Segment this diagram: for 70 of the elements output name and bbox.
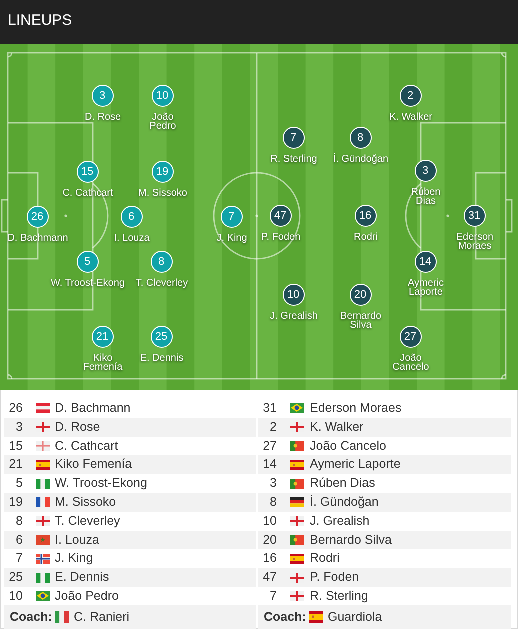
player-name: Ederson Moraes <box>456 232 494 252</box>
player-name: C. Cathcart <box>62 188 114 198</box>
jersey-number: 21 <box>9 456 23 474</box>
player-name: João Pedro <box>55 588 119 605</box>
player-name: Ederson Moraes <box>310 400 402 417</box>
player-name: I. Louza <box>55 532 100 549</box>
player-name: C. Cathcart <box>55 438 118 455</box>
player-name: K. Walker <box>310 418 364 436</box>
player-name: E. Dennis <box>140 354 184 363</box>
jersey-number: 25 <box>9 569 23 586</box>
jersey-number: 6 <box>16 532 23 549</box>
jersey-number: 20 <box>263 532 277 549</box>
coach-name: Guardiola <box>328 609 382 626</box>
player-name: M. Sissoko <box>138 188 188 198</box>
player-name: J. King <box>216 234 248 243</box>
coach-label: Coach: <box>264 609 306 626</box>
jersey-number: 3 <box>270 475 277 492</box>
player-name: J. King <box>55 550 94 568</box>
jersey-number: 3 <box>16 418 23 436</box>
player-name: Aymeric Laporte <box>408 278 444 298</box>
jersey-number: 31 <box>263 400 277 417</box>
jersey-number: 8 <box>270 494 277 511</box>
player-name: E. Dennis <box>55 569 110 586</box>
player-name: J. Grealish <box>270 312 318 321</box>
player-name: R. Sterling <box>310 588 368 605</box>
player-name: Bernardo Silva <box>310 532 392 549</box>
jersey-number: 15 <box>9 438 23 455</box>
jersey-number: 47 <box>263 569 277 586</box>
jersey-number: 14 <box>263 456 277 474</box>
player-name: João Cancelo <box>392 354 430 372</box>
player-name: T. Cleverley <box>136 278 188 288</box>
player-name: D. Rose <box>84 112 122 122</box>
player-name: D. Rose <box>55 418 100 436</box>
title: LINEUPS <box>8 12 72 30</box>
jersey-number: 27 <box>263 438 277 455</box>
jersey-number: 2 <box>270 418 277 436</box>
player-name: D. Bachmann <box>8 234 68 243</box>
player-name: K. Walker <box>390 112 432 122</box>
player-name: M. Sissoko <box>55 494 116 511</box>
player-name: W. Troost-Ekong <box>55 475 148 492</box>
player-name: Aymeric Laporte <box>310 456 401 474</box>
player-name: João Pedro <box>150 112 176 132</box>
player-name: Rúben Dias <box>310 475 376 492</box>
player-name: R. Sterling <box>270 154 318 164</box>
player-name: Rodri <box>310 550 340 568</box>
jersey-number: 7 <box>16 550 23 568</box>
player-name: Rúben Dias <box>411 188 441 206</box>
player-name: Kiko Femenía <box>83 354 123 372</box>
coach-name: C. Ranieri <box>74 609 130 626</box>
player-name: Rodri <box>354 232 378 242</box>
jersey-number: 7 <box>270 588 277 605</box>
player-name: İ. Gündoğan <box>333 154 389 164</box>
jersey-number: 26 <box>9 400 23 417</box>
coach-label: Coach: <box>10 609 52 626</box>
player-name: D. Bachmann <box>55 400 131 417</box>
player-name: J. Grealish <box>310 512 370 530</box>
player-name: Bernardo Silva <box>340 312 382 330</box>
player-name: İ. Gündoğan <box>310 494 379 511</box>
player-name: Kiko Femenía <box>55 456 132 474</box>
jersey-number: 10 <box>9 588 23 605</box>
jersey-number: 10 <box>263 512 277 530</box>
jersey-number: 5 <box>16 475 23 492</box>
player-name: P. Foden <box>261 232 301 242</box>
jersey-number: 8 <box>16 512 23 530</box>
player-name: P. Foden <box>310 569 360 586</box>
jersey-number: 16 <box>263 550 277 568</box>
player-name: João Cancelo <box>310 438 386 455</box>
player-name: T. Cleverley <box>55 512 120 530</box>
jersey-number: 19 <box>9 494 23 511</box>
player-name: I. Louza <box>114 234 150 243</box>
